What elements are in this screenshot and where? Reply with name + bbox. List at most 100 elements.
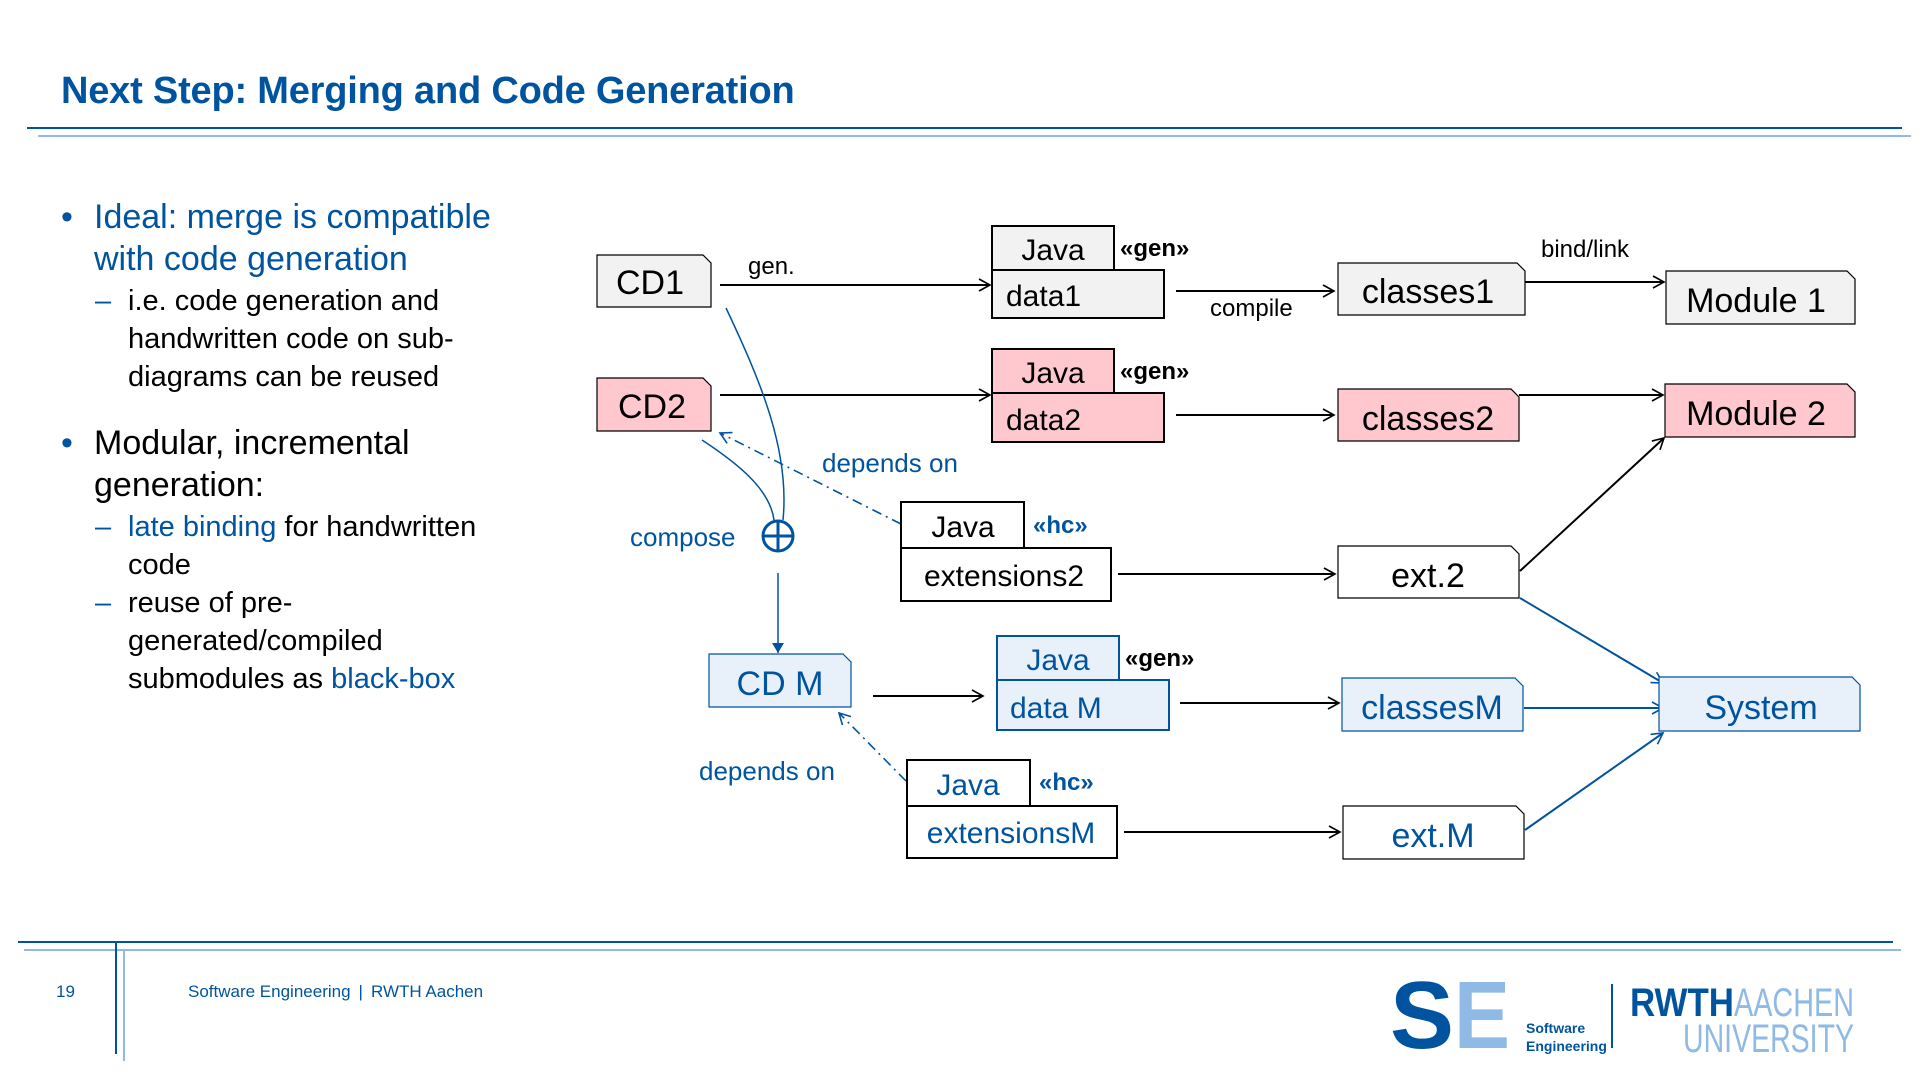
late-binding-highlight: late binding <box>128 511 277 543</box>
edge-extensionsm-depends-cdm <box>837 711 907 782</box>
package-tab-label: Java <box>1021 357 1085 390</box>
node-label: Module 1 <box>1686 282 1826 320</box>
edge-label-gen: gen. <box>748 253 795 280</box>
package-label: data1 <box>1006 280 1081 313</box>
package-label: extensionsM <box>927 817 1095 850</box>
bullet-text-line: Ideal: merge is compatible <box>94 198 491 236</box>
package-label: data2 <box>1006 404 1081 437</box>
black-box-highlight: black-box <box>331 663 456 695</box>
node-module1: Module 1 <box>1665 270 1856 325</box>
package-java-data1: Java data1 «gen» <box>991 225 1189 319</box>
se-caption-software: Software <box>1526 1020 1585 1036</box>
subbullet-text-line: code <box>128 549 191 581</box>
node-label: CD2 <box>618 388 686 426</box>
edge-extensions2-depends-cd2 <box>718 431 902 525</box>
se-logo-s: S <box>1390 970 1454 1060</box>
package-label: extensions2 <box>924 560 1084 593</box>
stereotype-gen: «gen» <box>1120 358 1189 385</box>
stereotype-gen: «gen» <box>1120 235 1189 262</box>
edge-extm-system <box>1524 732 1665 831</box>
node-label: classesM <box>1361 689 1503 727</box>
node-classes2: classes2 <box>1337 388 1520 442</box>
se-logo-e: E <box>1454 970 1510 1060</box>
dash-icon: – <box>95 511 112 543</box>
node-extm: ext.M <box>1342 805 1525 860</box>
rwth-logo: RWTH AACHEN UNIVERSITY <box>1630 981 1854 1060</box>
se-logo: S E Software Engineering <box>1390 970 1607 1060</box>
subbullet-late-binding: – late binding for handwritten code <box>55 508 575 584</box>
bullet-text-line: Modular, incremental <box>94 424 410 462</box>
subbullet-text-line: diagrams can be reused <box>128 361 440 393</box>
node-label: System <box>1704 689 1817 727</box>
node-cdm: CD M <box>708 653 852 708</box>
node-label: ext.2 <box>1391 557 1465 595</box>
node-system: System <box>1658 676 1861 732</box>
package-tab-label: Java <box>1021 234 1085 267</box>
edge-label-depends-on-m: depends on <box>699 756 835 786</box>
package-tab-label: Java <box>931 511 995 544</box>
edge-label-bind-link: bind/link <box>1541 236 1630 263</box>
se-caption-engineering: Engineering <box>1526 1038 1607 1054</box>
node-module2: Module 2 <box>1664 383 1856 438</box>
node-label: ext.M <box>1391 817 1474 855</box>
compose-operator-icon <box>761 519 795 553</box>
node-ext2: ext.2 <box>1337 545 1520 599</box>
subbullet-text-fragment: submodules as <box>128 663 332 695</box>
edge-ext2-system <box>1519 597 1665 684</box>
footer-caption: Software Engineering | RWTH Aachen <box>188 982 483 1002</box>
edge-label-depends-on-2: depends on <box>822 448 958 478</box>
edge-label-compile: compile <box>1210 295 1293 322</box>
node-label: CD M <box>737 665 824 703</box>
footer-org: Software Engineering <box>188 982 351 1001</box>
bullet-ideal: • Ideal: merge is compatible with code g… <box>55 196 575 280</box>
subbullet-text-line: reuse of pre- <box>128 587 293 619</box>
stereotype-hc: «hc» <box>1039 769 1094 796</box>
subbullet-text-line: handwritten code on sub- <box>128 323 454 355</box>
title-divider-dark <box>27 127 1902 129</box>
bullet-list: • Ideal: merge is compatible with code g… <box>55 196 575 698</box>
node-classesm: classesM <box>1341 677 1524 732</box>
node-label: Module 2 <box>1686 395 1826 433</box>
package-tab-label: Java <box>936 769 1000 802</box>
bullet-text-line: with code generation <box>94 240 408 278</box>
footer-divider-light <box>24 949 1901 951</box>
package-java-extensions2: Java extensions2 «hc» <box>900 501 1112 602</box>
bullet-modular: • Modular, incremental generation: <box>55 422 575 506</box>
subbullet-reuse: – i.e. code generation and handwritten c… <box>55 282 575 396</box>
package-java-data2: Java data2 «gen» <box>991 348 1189 443</box>
compose-curve-cd1 <box>725 307 785 521</box>
logos: S E Software Engineering RWTH AACHEN UNI… <box>1390 970 1854 1060</box>
footer-university: RWTH Aachen <box>370 982 484 1001</box>
node-label: classes2 <box>1362 400 1494 438</box>
bullet-dot-icon: • <box>61 424 73 462</box>
dash-icon: – <box>95 587 112 619</box>
rwth-logo-rwth: RWTH <box>1630 981 1734 1025</box>
package-label: data M <box>1010 692 1102 725</box>
dash-icon: – <box>95 285 112 317</box>
node-cd1: CD1 <box>596 254 712 308</box>
package-tab-label: Java <box>1026 644 1090 677</box>
slide-title: Next Step: Merging and Code Generation <box>61 70 795 112</box>
subbullet-text-line: late binding for handwritten <box>128 508 575 546</box>
edge-ext2-module2 <box>1519 436 1666 572</box>
footer-vertical-light <box>123 949 125 1061</box>
subbullet-text-line: generated/compiled <box>128 625 383 657</box>
footer-separator: | <box>358 982 363 1001</box>
node-classes1: classes1 <box>1337 262 1526 316</box>
edge-label-compose: compose <box>630 522 736 552</box>
node-label: CD1 <box>616 264 684 302</box>
bullet-text-line: generation: <box>94 466 265 504</box>
subbullet-text-line: submodules as black-box <box>128 660 575 698</box>
subbullet-text-fragment: for handwritten <box>276 511 477 543</box>
compose-curve-cd2 <box>701 439 775 521</box>
page-number: 19 <box>56 982 75 1001</box>
rwth-logo-university: UNIVERSITY <box>1683 1017 1854 1060</box>
package-java-extensionsm: Java extensionsM «hc» <box>906 759 1118 859</box>
bullet-dot-icon: • <box>61 198 73 236</box>
footer-vertical-dark <box>115 941 117 1054</box>
node-cd2: CD2 <box>596 377 712 432</box>
subbullet-reuse-pregenerated: – reuse of pre- generated/compiled submo… <box>55 584 575 698</box>
node-label: classes1 <box>1362 273 1494 311</box>
stereotype-gen: «gen» <box>1125 645 1194 672</box>
